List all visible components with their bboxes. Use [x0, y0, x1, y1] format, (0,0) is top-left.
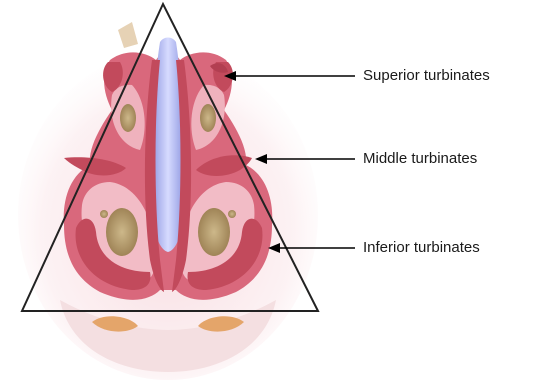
upper-bone-fragment [118, 22, 138, 48]
inferior-turbinates-label: Inferior turbinates [363, 239, 480, 257]
left-lower-bone [106, 208, 138, 256]
right-lower-bone [198, 208, 230, 256]
superior-turbinates-label: Superior turbinates [363, 67, 490, 85]
left-upper-bone [120, 104, 136, 132]
right-upper-bone [200, 104, 216, 132]
right-bone-speck-1 [228, 210, 236, 218]
left-bone-speck-1 [100, 210, 108, 218]
middle-turbinates-label: Middle turbinates [363, 150, 477, 168]
